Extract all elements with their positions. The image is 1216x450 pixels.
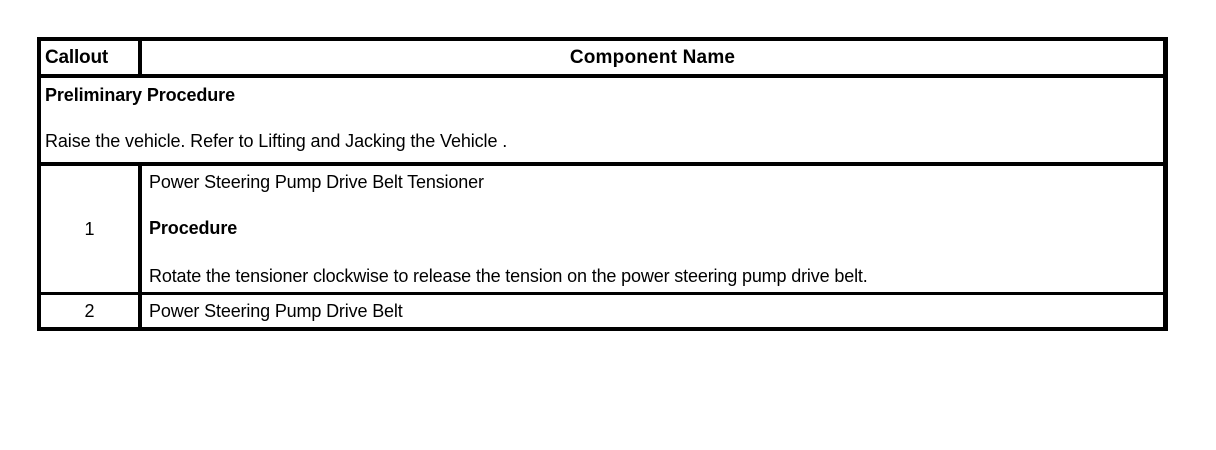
preliminary-procedure-row: Preliminary Procedure Raise the vehicle.… (41, 76, 1163, 166)
header-cell-callout: Callout (41, 41, 142, 78)
preliminary-procedure-cell: Preliminary Procedure Raise the vehicle.… (41, 76, 1163, 166)
header-cell-component-name: Component Name (140, 41, 1163, 78)
callout-cell-1: 1 (41, 164, 142, 295)
component-name-2: Power Steering Pump Drive Belt (149, 301, 403, 321)
table-row: 2 Power Steering Pump Drive Belt (41, 292, 1163, 327)
header-label-callout: Callout (45, 47, 108, 68)
table-row: 1 Power Steering Pump Drive Belt Tension… (41, 164, 1163, 295)
preliminary-spacer (45, 107, 1163, 129)
service-procedure-table: Callout Component Name Preliminary Proce… (37, 37, 1168, 331)
component-spacer-1a (149, 194, 1163, 216)
preliminary-procedure-title: Preliminary Procedure (45, 85, 235, 105)
header-label-component-name: Component Name (569, 47, 736, 68)
preliminary-procedure-text: Raise the vehicle. Refer to Lifting and … (45, 131, 508, 151)
component-spacer-1b (149, 240, 1163, 264)
component-cell-1: Power Steering Pump Drive Belt Tensioner… (140, 164, 1163, 295)
table-header-row: Callout Component Name (41, 41, 1163, 78)
callout-number-2: 2 (84, 301, 95, 321)
procedure-text-1: Rotate the tensioner clockwise to releas… (149, 266, 868, 286)
procedure-label-1: Procedure (149, 218, 238, 238)
callout-table: Callout Component Name Preliminary Proce… (41, 41, 1163, 327)
component-cell-2: Power Steering Pump Drive Belt (140, 292, 1163, 327)
callout-cell-2: 2 (41, 292, 142, 327)
callout-number-1: 1 (84, 219, 95, 239)
component-name-1: Power Steering Pump Drive Belt Tensioner (149, 172, 484, 192)
